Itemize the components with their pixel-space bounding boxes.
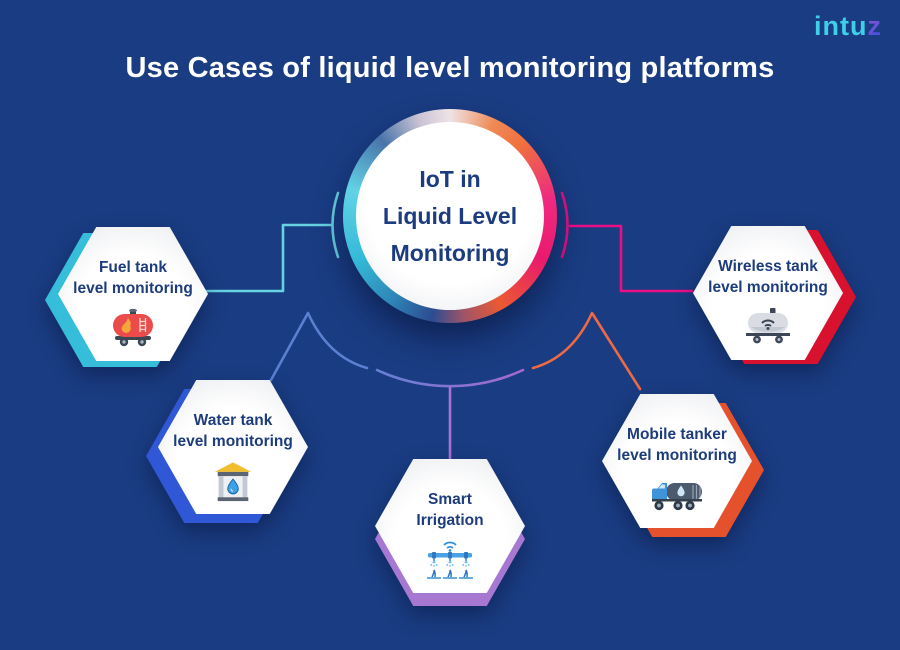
center-circle: IoT in Liquid Level Monitoring <box>356 122 544 310</box>
intuz-logo-text: intu <box>814 11 868 41</box>
wireless-label: Wireless tank level monitoring <box>708 258 828 296</box>
connector-mobile-line <box>531 311 642 391</box>
connector-wireless-line <box>568 224 694 293</box>
connector-wireless-bracket <box>560 191 569 259</box>
wireless-tank-icon <box>746 308 790 344</box>
mobile-label: Mobile tanker level monitoring <box>617 426 737 464</box>
center-title-line: Liquid Level <box>382 202 518 229</box>
water-label: Water tank level monitoring <box>173 412 293 450</box>
connector-water-line <box>269 311 369 382</box>
irrigation-label: Smart Irrigation <box>416 491 484 529</box>
connector-fuel-line <box>205 223 333 293</box>
center-node-iot: IoT in Liquid Level Monitoring <box>343 109 557 323</box>
center-title-line: IoT in <box>419 165 481 192</box>
intuz-logo-z: z <box>867 11 882 41</box>
mobile-tanker-truck-icon <box>652 483 702 511</box>
node-mobile-tanker: Mobile tanker level monitoring <box>602 394 764 537</box>
connector-bottom-arc <box>375 368 525 388</box>
center-title-line: Monitoring <box>390 239 510 266</box>
intuz-logo: intuz <box>814 13 882 40</box>
smart-irrigation-icon <box>427 541 473 579</box>
fuel-label: Fuel tank level monitoring <box>73 259 193 297</box>
node-water-tank: Water tank level monitoring <box>146 380 308 523</box>
water-tank-icon <box>214 462 252 502</box>
page-title: Use Cases of liquid level monitoring pla… <box>125 52 775 84</box>
node-wireless-tank: Wireless tank level monitoring <box>693 226 856 364</box>
fuel-tanker-icon <box>113 308 153 347</box>
node-fuel-tank: Fuel tank level monitoring <box>45 227 208 367</box>
connector-fuel-bracket <box>331 191 340 259</box>
node-smart-irrigation: Smart Irrigation <box>375 459 525 606</box>
